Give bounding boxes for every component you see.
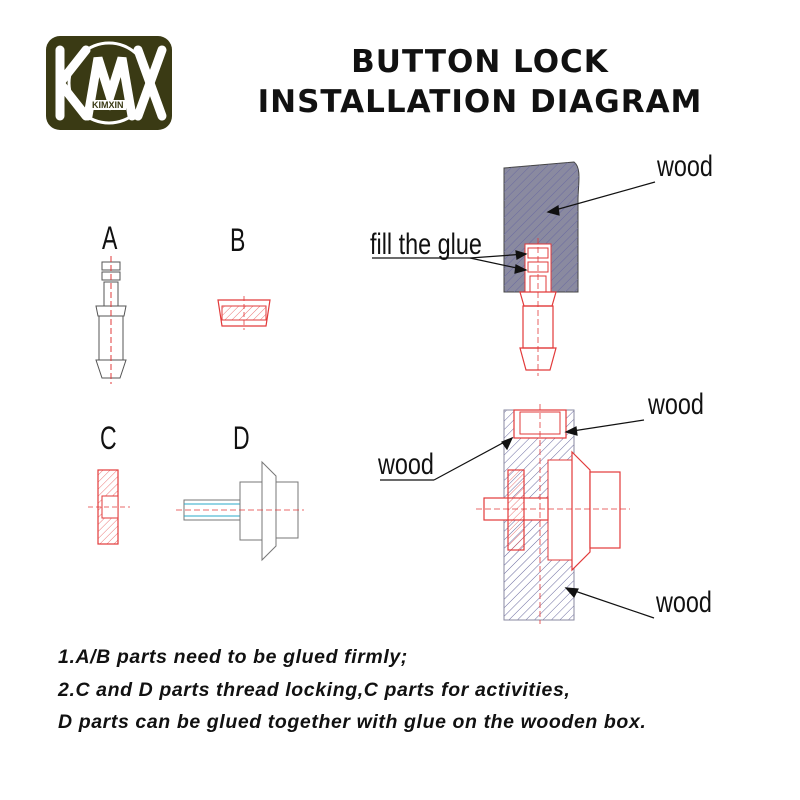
part-d-drawing <box>176 460 304 562</box>
part-a-drawing <box>95 256 127 384</box>
leader-lines <box>372 181 656 619</box>
assembly-top <box>503 161 580 376</box>
part-label-c: C <box>100 420 117 456</box>
callout-wood-top: wood <box>657 150 713 183</box>
note-line-3: D parts can be glued together with glue … <box>58 711 647 733</box>
callout-wood-mid-right: wood <box>648 388 704 421</box>
part-c-drawing <box>88 469 130 545</box>
part-label-b: B <box>230 222 246 258</box>
logo-mark-icon <box>55 41 167 125</box>
note-line-1: 1.A/B parts need to be glued firmly; <box>58 646 408 668</box>
brand-logo: KIMXIN <box>46 36 172 130</box>
part-b-drawing <box>217 296 271 330</box>
callout-wood-bottom: wood <box>656 586 712 619</box>
part-label-a: A <box>102 220 118 256</box>
page-title: BUTTON LOCK <box>351 44 609 80</box>
callout-wood-mid-left: wood <box>378 448 434 481</box>
assembly-bottom <box>476 404 630 624</box>
note-line-2: 2.C and D parts thread locking,C parts f… <box>58 679 571 701</box>
callout-fill-glue: fill the glue <box>370 228 482 261</box>
page-subtitle: INSTALLATION DIAGRAM <box>257 84 703 120</box>
logo-brand-text: KIMXIN <box>90 100 126 110</box>
part-label-d: D <box>233 420 250 456</box>
